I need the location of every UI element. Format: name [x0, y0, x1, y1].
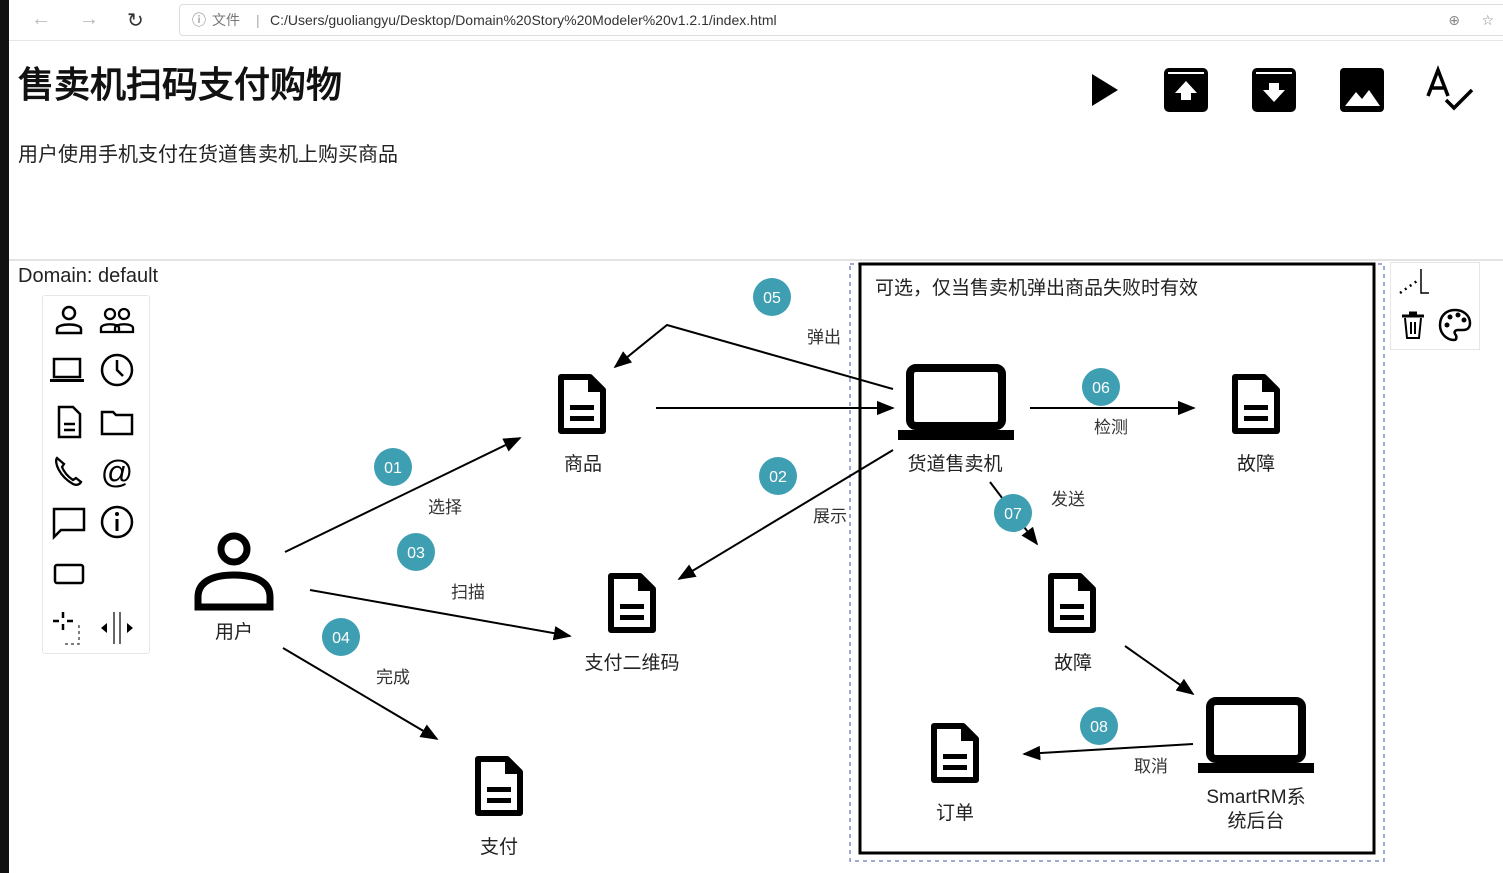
document-icon[interactable] [51, 404, 87, 440]
context-pad [1390, 262, 1480, 350]
lasso-tool-icon[interactable] [47, 610, 83, 646]
file-label: 文件 [212, 12, 240, 28]
node-label-fault: 故障 [1054, 652, 1092, 674]
edge-label[interactable]: 扫描 [451, 583, 485, 602]
email-icon[interactable]: @ [99, 454, 135, 490]
reload-icon[interactable]: ↻ [127, 10, 144, 32]
group-icon[interactable] [51, 556, 87, 592]
page-description: 用户使用手机支付在货道售卖机上购买商品 [18, 144, 398, 166]
system-machine-icon[interactable] [898, 368, 1014, 440]
edge-number-badge[interactable] [322, 618, 360, 656]
node-label-user: 用户 [215, 621, 253, 643]
node-label-order: 订单 [936, 802, 974, 824]
favorite-icon[interactable]: ☆ [1481, 12, 1494, 28]
forward-icon[interactable]: → [79, 8, 99, 30]
edge-number-badge[interactable] [374, 448, 412, 486]
edge-number-badge[interactable] [1082, 368, 1120, 406]
tool-palette: @ [42, 295, 150, 654]
domain-label: Domain: default [18, 265, 159, 287]
document-fault-icon[interactable] [1051, 575, 1094, 630]
address-bar[interactable]: ⓘ 文件 | C:/Users/guoliangyu/Desktop/Domai… [179, 4, 1503, 36]
edge-label[interactable]: 发送 [1051, 490, 1085, 509]
edge-label[interactable]: 取消 [1134, 757, 1168, 776]
edge-number-badge[interactable] [759, 457, 797, 495]
actor-group-icon[interactable] [99, 302, 135, 338]
edge-02[interactable] [677, 449, 894, 580]
divider [9, 259, 1503, 261]
node-label-fault: 故障 [1237, 453, 1275, 475]
edge-05[interactable] [613, 323, 894, 390]
node-label-payment: 支付 [480, 836, 518, 858]
edge-01[interactable] [284, 437, 522, 553]
edge-number: 07 [1004, 506, 1022, 523]
zoom-icon[interactable]: ⊕ [1448, 12, 1460, 28]
document-payment-icon[interactable] [478, 758, 521, 813]
edge-number-badge[interactable] [397, 533, 435, 571]
edge-number: 01 [384, 460, 402, 477]
info-icon[interactable] [99, 504, 135, 540]
edge-number: 06 [1092, 380, 1110, 397]
node-label-goods: 商品 [564, 453, 602, 475]
spellcheck-icon[interactable] [1424, 64, 1476, 116]
conversation-icon[interactable] [51, 504, 87, 540]
back-icon[interactable]: ← [31, 8, 51, 30]
url-text[interactable]: C:/Users/guoliangyu/Desktop/Domain%20Sto… [270, 12, 777, 28]
edge-label[interactable]: 选择 [428, 498, 462, 517]
system-backend-icon[interactable] [1198, 701, 1314, 773]
edge-fault-backend[interactable] [1124, 645, 1195, 696]
document-fault-icon[interactable] [1235, 376, 1278, 431]
group-label: 可选，仅当售卖机弹出商品失败时有效 [875, 277, 1198, 299]
edge-number: 05 [763, 290, 781, 307]
edge-number: 02 [769, 469, 787, 486]
edge-04[interactable] [282, 647, 439, 740]
edge-label[interactable]: 完成 [376, 668, 410, 687]
edge-label[interactable]: 检测 [1094, 418, 1128, 437]
export-icon[interactable] [1248, 64, 1300, 116]
group-box[interactable] [858, 262, 1376, 855]
actor-user-icon[interactable] [198, 536, 270, 607]
edge-03[interactable] [309, 589, 572, 641]
actor-system-icon[interactable] [49, 352, 85, 388]
connect-icon[interactable] [1397, 267, 1431, 297]
image-icon[interactable] [1336, 64, 1388, 116]
delete-icon[interactable] [1397, 309, 1429, 341]
actor-person-icon[interactable] [51, 302, 87, 338]
import-icon[interactable] [1160, 64, 1212, 116]
edge-number-badge[interactable] [994, 494, 1032, 532]
node-label-machine: 货道售卖机 [907, 453, 1002, 475]
color-palette-icon[interactable] [1437, 307, 1473, 343]
svg-text:@: @ [101, 454, 133, 490]
page-title: 售卖机扫码支付购物 [18, 64, 343, 105]
document-qrcode-icon[interactable] [611, 575, 654, 630]
node-label-qrcode: 支付二维码 [584, 652, 679, 674]
edge-label[interactable]: 展示 [813, 507, 847, 526]
play-icon[interactable] [1078, 64, 1130, 116]
browser-bar: ← → ↻ ⓘ 文件 | C:/Users/guoliangyu/Desktop… [9, 0, 1503, 41]
node-label-backend: 统后台 [1227, 810, 1284, 832]
folder-icon[interactable] [99, 404, 135, 440]
time-icon[interactable] [99, 352, 135, 388]
node-label-backend: SmartRM系 [1206, 786, 1305, 808]
space-tool-icon[interactable] [99, 610, 135, 646]
call-icon[interactable] [51, 454, 87, 490]
edge-number: 04 [332, 630, 350, 647]
document-goods-icon[interactable] [561, 376, 604, 431]
edge-08[interactable] [1022, 743, 1194, 761]
info-icon: ⓘ [192, 12, 206, 28]
separator: | [256, 12, 260, 28]
edge-label[interactable]: 弹出 [807, 328, 841, 347]
edge-number: 03 [407, 545, 425, 562]
edge-number-badge[interactable] [753, 278, 791, 316]
document-order-icon[interactable] [934, 725, 977, 780]
edge-number-badge[interactable] [1080, 707, 1118, 745]
edge-number: 08 [1090, 719, 1108, 736]
window-edge [0, 0, 9, 873]
